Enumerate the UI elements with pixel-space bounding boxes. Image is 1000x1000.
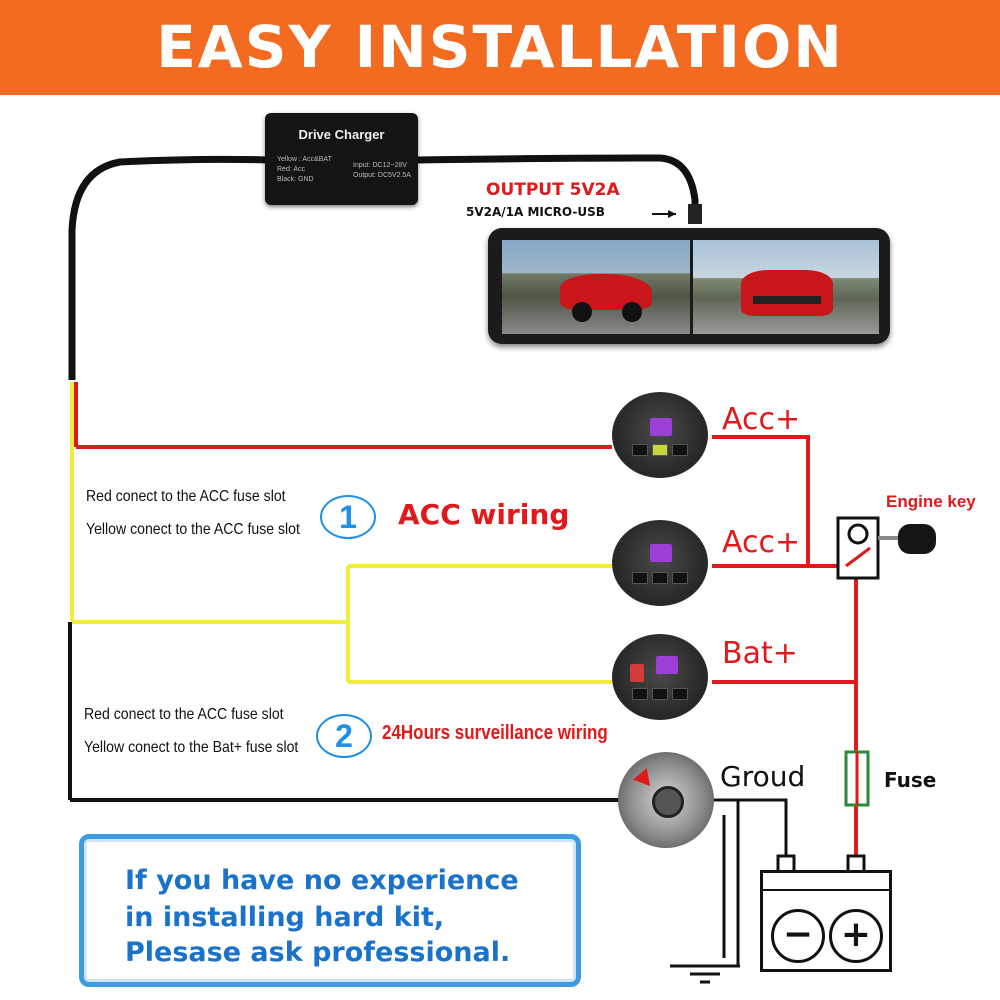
charger-spec-left: Yellow : Acc&BAT Red: Acc Black: GND bbox=[277, 155, 332, 185]
battery-plus-icon: + bbox=[829, 909, 883, 963]
wiring-1-red-note: Red conect to the ACC fuse slot bbox=[86, 488, 286, 505]
charger-spec-black: Black: GND bbox=[277, 176, 314, 183]
ignition-lock-icon bbox=[847, 523, 869, 545]
professional-notice: If you have no experience in installing … bbox=[79, 834, 581, 987]
micro-usb-label: 5V2A/1A MICRO-USB bbox=[466, 205, 605, 219]
ground-wire-battery bbox=[738, 798, 788, 862]
fuse-label: Fuse bbox=[884, 768, 937, 792]
fuse-slot bbox=[652, 688, 668, 700]
output-label: OUTPUT 5V2A bbox=[486, 180, 620, 200]
front-view-wheel-2 bbox=[622, 302, 642, 322]
fuse-slot bbox=[652, 572, 668, 584]
key-icon bbox=[898, 524, 936, 554]
rear-view-car bbox=[741, 270, 833, 316]
fuse-purple bbox=[650, 418, 672, 436]
label-acc-top: Acc+ bbox=[722, 402, 801, 437]
wiring-2-title: 24Hours surveillance wiring bbox=[382, 722, 608, 744]
output-arrow-head bbox=[668, 210, 676, 218]
fuse-slot bbox=[672, 444, 688, 456]
front-camera-view bbox=[502, 240, 690, 334]
drive-charger: Drive Charger Yellow : Acc&BAT Red: Acc … bbox=[265, 113, 418, 205]
fuse-slot bbox=[672, 688, 688, 700]
fuse-slot-acc-top bbox=[612, 392, 708, 478]
wiring-2-notes: Red conect to the ACC fuse slot Yellow c… bbox=[84, 698, 298, 764]
charger-spec-input: Input: DC12~28V bbox=[353, 162, 407, 169]
wiring-2-yellow-note: Yellow conect to the Bat+ fuse slot bbox=[84, 739, 299, 756]
mirror-dashcam bbox=[488, 228, 890, 344]
wiring-2-red-note: Red conect to the ACC fuse slot bbox=[84, 706, 284, 723]
banner-title: EASY INSTALLATION bbox=[0, 0, 1000, 95]
battery-minus-icon: − bbox=[771, 909, 825, 963]
fuse-slot bbox=[652, 444, 668, 456]
wiring-2-badge: 2 bbox=[316, 714, 372, 758]
fuse-purple bbox=[656, 656, 678, 674]
car-battery: − + bbox=[760, 870, 892, 972]
charger-spec-right: Input: DC12~28V Output: DC5V2.5A bbox=[353, 161, 411, 181]
notice-line-1: If you have no experience bbox=[125, 865, 519, 896]
charger-cable-right bbox=[417, 154, 699, 215]
ground-bolt-icon bbox=[652, 786, 684, 818]
label-ground: Groud bbox=[720, 760, 806, 793]
fuse-slot bbox=[672, 572, 688, 584]
wiring-1-badge: 1 bbox=[320, 495, 376, 539]
rear-camera-view bbox=[693, 240, 879, 334]
ground-arrow-icon bbox=[632, 768, 658, 792]
wiring-1-notes: Red conect to the ACC fuse slot Yellow c… bbox=[86, 480, 300, 546]
front-view-wheel bbox=[572, 302, 592, 322]
fuse-purple bbox=[650, 544, 672, 562]
fuse-slot-bat bbox=[612, 634, 708, 720]
battery-top-line bbox=[763, 889, 889, 891]
notice-line-3: Plesase ask professional. bbox=[125, 937, 511, 968]
fuse-slot-acc-mid bbox=[612, 520, 708, 606]
wiring-1-yellow-note: Yellow conect to the ACC fuse slot bbox=[86, 521, 300, 538]
charger-cable-left bbox=[68, 155, 269, 380]
label-acc-mid: Acc+ bbox=[722, 525, 801, 560]
label-bat: Bat+ bbox=[722, 636, 798, 671]
engine-key-label: Engine key bbox=[886, 492, 976, 511]
notice-line-2: in installing hard kit, bbox=[125, 902, 445, 933]
fuse-slot bbox=[632, 444, 648, 456]
switch-contact bbox=[845, 546, 871, 568]
fuse-slot bbox=[632, 688, 648, 700]
ignition-switch bbox=[836, 516, 880, 580]
charger-spec-output: Output: DC5V2.5A bbox=[353, 172, 411, 179]
rear-view-bumper bbox=[753, 296, 821, 304]
charger-title: Drive Charger bbox=[298, 127, 385, 142]
wiring-1-title: ACC wiring bbox=[398, 498, 570, 531]
micro-usb-plug bbox=[688, 204, 702, 224]
ground-bolt-image bbox=[618, 752, 714, 848]
charger-spec-yellow: Yellow : Acc&BAT bbox=[277, 156, 332, 163]
charger-spec-red: Red: Acc bbox=[277, 166, 306, 173]
fuse-slot bbox=[632, 572, 648, 584]
fuse-red bbox=[630, 664, 644, 682]
